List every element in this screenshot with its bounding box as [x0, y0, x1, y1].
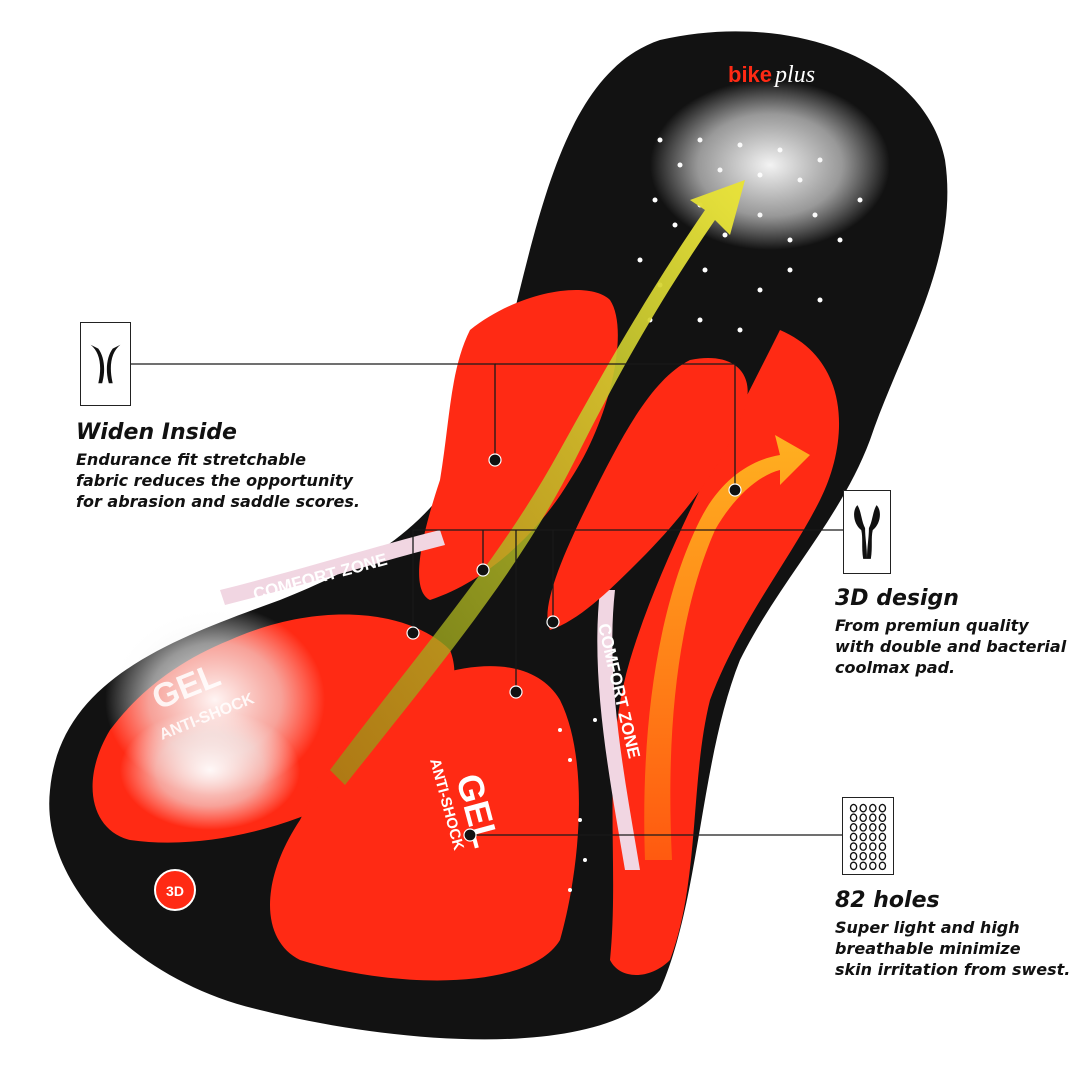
hole-mark: [878, 861, 887, 871]
brand-logo-script: plus: [773, 62, 815, 88]
hole-mark: [878, 842, 887, 851]
feature-line: Super light and high: [835, 918, 1020, 937]
callout-dots: [406, 453, 742, 842]
hole-mark: [869, 851, 877, 861]
hole-mark: [859, 832, 867, 842]
feature-line: fabric reduces the opportunity: [76, 471, 353, 490]
feature-line: with double and bacterial: [835, 637, 1067, 656]
hole-mark: [849, 861, 858, 871]
hole-mark: [869, 803, 877, 813]
hole-mark: [878, 803, 887, 813]
feature-line: breathable minimize: [835, 939, 1021, 958]
callout-lines: [131, 363, 843, 836]
hole-mark: [878, 823, 887, 832]
feature-line: Endurance fit stretchable: [76, 450, 306, 469]
feature-line: for abrasion and saddle scores.: [76, 492, 360, 511]
hole-mark: [859, 803, 867, 813]
3d-badge-text: 3D: [166, 883, 184, 899]
hole-mark: [869, 861, 877, 871]
hole-mark: [859, 851, 867, 861]
hole-mark: [849, 803, 858, 813]
hole-mark: [878, 813, 887, 823]
hole-mark: [869, 832, 877, 842]
hole-mark: [849, 813, 858, 823]
feature-line: From premiun quality: [835, 616, 1029, 635]
feature-3d-design: 3D design From premiun quality with doub…: [835, 586, 1075, 678]
hole-mark: [869, 842, 877, 851]
3d-badge-icon: [154, 869, 196, 911]
hole-mark: [869, 823, 877, 832]
comfort-stripe-right: [597, 590, 640, 870]
inner-segment-left: [419, 290, 618, 600]
brand-logo-bold: bike: [728, 62, 772, 87]
hole-mark: [878, 832, 887, 842]
gel-pad-right: [270, 666, 579, 981]
stretch-arrow: [644, 435, 810, 860]
mist-bottom: [120, 710, 300, 830]
widen-inside-icon: [80, 322, 131, 406]
feature-82-holes: 82 holes Super light and high breathable…: [835, 888, 1080, 980]
inner-segment-right: [547, 358, 748, 630]
comfort-stripe-left: [220, 530, 445, 605]
hole-mark: [849, 823, 858, 832]
hole-mark: [859, 842, 867, 851]
mist-top: [650, 80, 890, 250]
holes-grid-icon: [842, 797, 894, 875]
3d-pad-icon: [843, 490, 891, 574]
feature-title: 3D design: [835, 586, 959, 611]
airflow-arrow: [330, 180, 745, 785]
hole-mark: [869, 813, 877, 823]
feature-line: coolmax pad.: [835, 658, 956, 677]
hole-mark: [849, 842, 858, 851]
feature-title: Widen Inside: [76, 420, 237, 445]
hole-mark: [859, 823, 867, 832]
feature-title: 82 holes: [835, 888, 940, 913]
hole-mark: [849, 851, 858, 861]
hole-mark: [859, 861, 867, 871]
feature-line: skin irritation from swest.: [835, 960, 1071, 979]
hole-mark: [849, 832, 858, 842]
hole-mark: [859, 813, 867, 823]
hole-mark: [878, 851, 887, 861]
feature-widen-inside: Widen Inside Endurance fit stretchable f…: [76, 420, 396, 512]
